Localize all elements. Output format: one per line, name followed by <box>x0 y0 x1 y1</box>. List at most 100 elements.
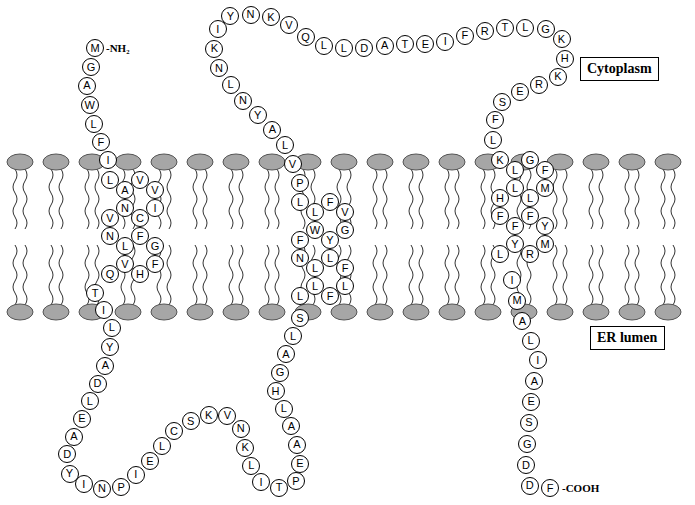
amino-acid-residue: C <box>165 422 183 440</box>
lipid-tail <box>275 245 279 305</box>
amino-acid-residue: K <box>200 406 218 424</box>
lipid-tail <box>59 245 63 305</box>
residue-letter: N <box>237 423 245 434</box>
residue-letter: F <box>512 221 519 232</box>
residue-letter: F <box>97 137 104 148</box>
amino-acid-residue: L <box>284 327 302 345</box>
residue-letter: L <box>248 460 254 471</box>
residue-letter: K <box>242 442 249 453</box>
lipid-tail <box>481 169 485 229</box>
residue-letter: E <box>146 456 153 467</box>
lipid-tail <box>563 169 567 229</box>
lipid-head <box>403 154 429 170</box>
amino-acid-residue: A <box>282 417 300 435</box>
compartment-name: ER lumen <box>597 330 657 345</box>
residue-letter: V <box>341 207 348 218</box>
amino-acid-residue: L <box>275 400 293 418</box>
amino-acid-residue: Y <box>536 217 554 235</box>
lipid-tail <box>49 169 53 229</box>
residue-letter: S <box>296 313 303 324</box>
amino-acid-residue: F <box>92 133 110 151</box>
amino-acid-residue: I <box>503 271 521 289</box>
amino-acid-residue: R <box>521 245 539 263</box>
lipid-head <box>43 304 69 320</box>
amino-acid-residue: Q <box>297 28 315 46</box>
residue-letter: F <box>542 165 549 176</box>
lipid-head <box>187 304 213 320</box>
amino-acid-residue: L <box>276 136 294 154</box>
lipid-head <box>115 304 141 320</box>
amino-acid-residue: H <box>556 50 574 68</box>
lipid-tail <box>193 169 197 229</box>
amino-acid-residue: F <box>146 255 164 273</box>
amino-acid-residue: L <box>321 249 339 267</box>
residue-letter: G <box>526 155 535 166</box>
residue-letter: G <box>276 367 285 378</box>
amino-acid-residue: K <box>549 68 567 86</box>
residue-letter: L <box>282 140 288 151</box>
amino-acid-residue: E <box>291 455 309 473</box>
amino-acid-residue: I <box>436 33 454 51</box>
residue-letter: A <box>531 376 538 387</box>
amino-acid-residue: A <box>288 436 306 454</box>
lipid-head <box>223 154 249 170</box>
residue-letter: L <box>290 331 296 342</box>
amino-acid-residue: I <box>146 199 164 217</box>
amino-acid-residue: I <box>529 351 547 369</box>
amino-acid-residue: L <box>242 457 260 475</box>
amino-acid-residue: C <box>131 209 149 227</box>
residue-letter: H <box>561 53 569 64</box>
lipid-tail <box>553 169 557 229</box>
terminus-label: -NH₂ <box>106 41 129 55</box>
residue-letter: Y <box>511 239 518 250</box>
residue-letter: L <box>107 175 113 186</box>
lipid-tail <box>445 169 449 229</box>
amino-acid-residue: A <box>525 372 543 390</box>
amino-acid-residue: L <box>506 179 524 197</box>
residue-letter: K <box>496 155 503 166</box>
lipid-tail <box>661 169 665 229</box>
residue-letter: A <box>70 431 77 442</box>
lipid-tail <box>589 169 593 229</box>
amino-acid-residue: L <box>336 277 354 295</box>
amino-acid-residue: F <box>536 161 554 179</box>
lipid-tail <box>203 245 207 305</box>
residue-letter: G <box>151 241 160 252</box>
residue-letter: F <box>137 231 144 242</box>
lipid-tail <box>455 245 459 305</box>
lipid-tail <box>13 169 17 229</box>
amino-acid-residue: G <box>271 364 289 382</box>
lipid-head <box>619 154 645 170</box>
lipid-head <box>439 154 465 170</box>
lipid-tail <box>239 169 243 229</box>
amino-acid-residue: L <box>315 37 333 55</box>
residue-letter: D <box>526 480 534 491</box>
amino-acid-residue: P <box>291 174 309 192</box>
amino-acid-residue: A <box>78 77 96 95</box>
amino-acid-residue: A <box>376 37 394 55</box>
residue-letter: Q <box>301 32 310 43</box>
residue-letter: R <box>481 26 489 37</box>
amino-acid-residue: K <box>236 439 254 457</box>
lipid-tail <box>671 169 675 229</box>
lipid-head <box>331 154 357 170</box>
residue-letter: L <box>327 253 333 264</box>
amino-acid-residue: F <box>321 193 339 211</box>
residue-letter: A <box>121 185 128 196</box>
residue-letter: I <box>260 477 263 488</box>
residue-letter: W <box>310 225 320 236</box>
amino-acid-residue: V <box>280 16 298 34</box>
residue-letter: V <box>151 185 158 196</box>
lipid-tail <box>229 245 233 305</box>
amino-acid-residue: N <box>116 199 134 217</box>
compartment-name: Cytoplasm <box>587 61 652 76</box>
amino-acid-residue: E <box>416 35 434 53</box>
amino-acid-residue: M <box>536 235 554 253</box>
amino-acid-residue: A <box>263 121 281 139</box>
amino-acid-residue: D <box>58 445 76 463</box>
amino-acid-residue: D <box>521 477 539 495</box>
amino-acid-residue: R <box>476 22 494 40</box>
lipid-tail <box>275 169 279 229</box>
amino-acid-residue: L <box>306 259 324 277</box>
